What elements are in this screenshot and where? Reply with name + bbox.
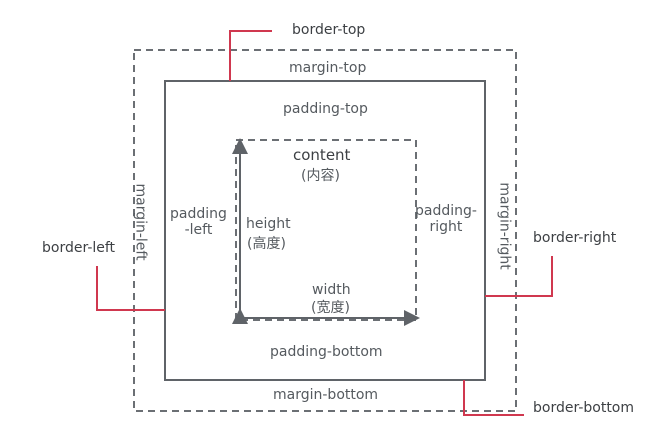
- height-label: height: [246, 216, 291, 232]
- content-label: content: [293, 146, 351, 164]
- margin-right-label: margin-right: [496, 182, 513, 270]
- border-box: [164, 80, 486, 381]
- width-cn-label: (宽度): [311, 300, 350, 316]
- padding-right-label: padding- right: [415, 203, 477, 236]
- padding-bottom-label: padding-bottom: [270, 344, 383, 360]
- border-left-label: border-left: [42, 240, 116, 256]
- margin-bottom-label: margin-bottom: [273, 387, 379, 403]
- margin-top-label: margin-top: [289, 60, 367, 76]
- height-cn-label: (高度): [247, 236, 286, 252]
- content-cn-label: (内容): [301, 168, 340, 184]
- width-label: width: [312, 282, 351, 298]
- margin-left-label: margin-left: [132, 183, 149, 261]
- border-right-label: border-right: [533, 230, 617, 246]
- padding-left-label: padding -left: [170, 206, 227, 239]
- border-left-callout: [96, 266, 165, 311]
- border-bottom-label: border-bottom: [533, 400, 635, 416]
- border-top-callout: [229, 30, 272, 81]
- border-right-callout: [485, 256, 553, 297]
- border-bottom-callout: [463, 380, 524, 416]
- border-top-label: border-top: [292, 22, 366, 38]
- padding-top-label: padding-top: [283, 101, 368, 117]
